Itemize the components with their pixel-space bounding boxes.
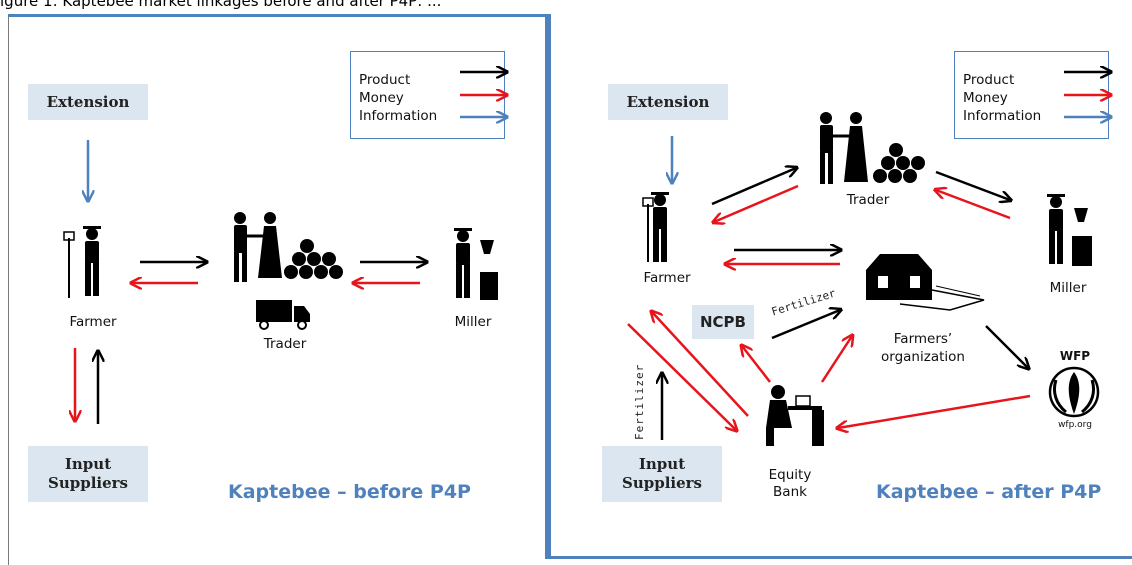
before-panel-frame — [8, 14, 548, 559]
money-bank-to-ncpb — [742, 346, 771, 383]
truck-icon — [256, 300, 310, 330]
equity-bank-label-2: Bank — [773, 484, 807, 500]
wfp-url-label: wfp.org — [1058, 420, 1092, 430]
barn-icon — [866, 254, 985, 311]
fertilizer-ncpb-to-org — [771, 310, 840, 340]
left-edge-line — [8, 14, 9, 565]
ncpb-label: NCPB — [700, 312, 746, 331]
product-farmer-to-trader-after — [711, 168, 796, 206]
miller-label-before: Miller — [454, 314, 492, 330]
money-bank-to-farmer — [652, 312, 749, 417]
miller-label-after: Miller — [1049, 280, 1087, 296]
input-suppliers-label-1: Input — [64, 455, 112, 473]
extension-box-before: Extension — [28, 84, 148, 120]
legend-arrows-before — [460, 72, 506, 117]
legend-product-label: Product — [359, 72, 411, 88]
after-title: Kaptebee – after P4P — [876, 481, 1102, 503]
trader-icon-after — [820, 112, 868, 184]
flows-before — [75, 140, 426, 424]
input-suppliers-after-label-1: Input — [638, 455, 686, 473]
extension-box-after: Extension — [608, 84, 728, 120]
flows-after — [627, 136, 1031, 440]
input-suppliers-box-before: Input Suppliers — [28, 446, 148, 502]
legend-arrows-after — [1064, 72, 1110, 117]
legend-after: Product Money Information — [954, 51, 1109, 139]
money-farmer-to-bank — [627, 323, 736, 430]
legend-after-product-label: Product — [963, 72, 1015, 88]
money-miller-to-trader-after — [936, 190, 1011, 220]
miller-icon-after — [1047, 194, 1092, 266]
farmers-org-label-1: Farmers’ — [893, 331, 953, 347]
trader-label-after: Trader — [846, 192, 890, 208]
farmer-label-before: Farmer — [69, 314, 117, 330]
farmers-org-label-2: organization — [881, 349, 965, 365]
equity-bank-label: Equity Bank — [760, 467, 820, 501]
wfp-label: WFP — [1059, 349, 1091, 363]
legend-after-money-label: Money — [963, 90, 1008, 106]
legend-money-label: Money — [359, 90, 404, 106]
grain-bags-icon — [284, 239, 343, 279]
ncpb-box: NCPB — [692, 305, 754, 339]
before-title: Kaptebee – before P4P — [228, 481, 471, 503]
legend-after-information-label: Information — [963, 108, 1042, 124]
grain-bags-icon-after — [873, 143, 925, 183]
equity-bank-label-1: Equity — [768, 467, 812, 483]
farmers-org-label: Farmers’ organization — [868, 330, 978, 366]
input-suppliers-label-2: Suppliers — [47, 474, 128, 492]
wfp-emblem-icon — [1048, 366, 1100, 418]
trader-icon — [234, 212, 282, 282]
farmer-icon — [63, 226, 101, 298]
farmer-icon-after — [642, 192, 669, 262]
figure-caption: igure 1: Kaptebee market linkages before… — [0, 0, 442, 10]
miller-icon — [454, 228, 498, 300]
product-trader-to-miller-after — [935, 170, 1010, 200]
extension-label-after: Extension — [626, 92, 710, 111]
product-org-to-wfp — [985, 325, 1028, 368]
money-bank-to-org — [820, 336, 852, 383]
after-panel-frame — [548, 14, 1132, 559]
input-suppliers-after-label-2: Suppliers — [621, 474, 702, 492]
extension-label: Extension — [46, 92, 130, 111]
banker-desk-icon — [766, 385, 824, 446]
legend-information-label: Information — [359, 108, 438, 124]
money-wfp-to-bank — [838, 394, 1031, 428]
input-suppliers-box-after: Input Suppliers — [602, 446, 722, 502]
trader-label-before: Trader — [263, 336, 307, 352]
farmer-label-after: Farmer — [643, 270, 691, 286]
money-trader-to-farmer-after — [714, 184, 799, 222]
